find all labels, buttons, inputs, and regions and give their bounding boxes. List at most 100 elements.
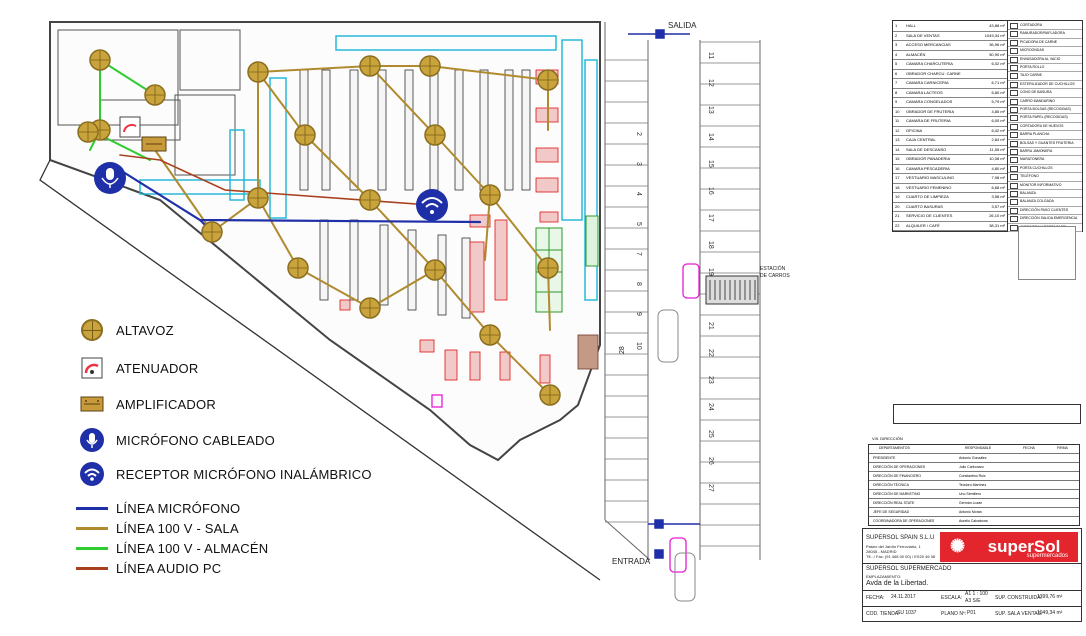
row-number: 20 bbox=[895, 203, 900, 209]
stall-28-label: 28 bbox=[619, 346, 626, 354]
legend-label: LÍNEA 100 V - ALMACÉN bbox=[116, 540, 269, 556]
parking-number: 7 bbox=[635, 252, 642, 256]
speaker-icon bbox=[359, 189, 381, 211]
speaker-icon bbox=[479, 324, 501, 346]
legend-label: ATENUADOR bbox=[116, 360, 199, 376]
shelf-aisle bbox=[479, 69, 489, 191]
parking-number: 11 bbox=[707, 52, 714, 59]
symbol-box bbox=[1010, 65, 1018, 71]
row-area: 3,57 m² bbox=[991, 203, 1005, 209]
legend-label: AMPLIFICADOR bbox=[116, 396, 216, 412]
escala-1: A1 1 : 100 bbox=[965, 591, 988, 597]
legend-item-linea-sala: LÍNEA 100 V - SALA bbox=[74, 516, 239, 540]
parking-number: 21 bbox=[707, 322, 714, 330]
symbol-name: CORTADORA bbox=[1020, 23, 1043, 27]
entrada-label: ENTRADA bbox=[612, 557, 651, 566]
symbol-box bbox=[1010, 107, 1018, 113]
parking-number: 19 bbox=[707, 268, 714, 276]
row-area: 6,68 m² bbox=[991, 184, 1005, 190]
row-area: 4,80 m² bbox=[991, 165, 1005, 171]
dept: COORDINADORA DE OPERACIONES bbox=[873, 519, 935, 523]
parking-number: 15 bbox=[707, 160, 714, 168]
row-name: CUARTO DE LIMPIEZA bbox=[906, 194, 949, 199]
shelf-aisle bbox=[349, 69, 359, 191]
row-name: ALMACÉN bbox=[906, 51, 926, 57]
symbol-name: DIRECCIÓN SALIDA EMERGENCIA bbox=[1020, 216, 1078, 221]
parking-number: 17 bbox=[707, 214, 714, 222]
symbol-name: CORTADORA DE HUEVOS bbox=[1020, 123, 1064, 128]
row-area: 43,88 m² bbox=[989, 23, 1005, 28]
row-area: 1049,34 m² bbox=[984, 32, 1005, 38]
parking-number: 25 bbox=[707, 430, 714, 438]
dept: DIRECCIÓN DE MARKETING bbox=[873, 492, 921, 496]
speaker-icon bbox=[294, 124, 316, 146]
symbol-name: CONO DE BASURA bbox=[1020, 90, 1052, 95]
salida-label: SALIDA bbox=[668, 21, 697, 30]
plano-label: PLANO Nº: bbox=[941, 611, 967, 617]
row-number: 13 bbox=[895, 137, 900, 142]
company-city: 28045 - MADRID bbox=[866, 549, 897, 554]
room bbox=[179, 29, 241, 91]
wired-microphone-icon bbox=[94, 162, 126, 194]
parking-number: 10 bbox=[635, 342, 642, 350]
line-swatch bbox=[76, 506, 108, 510]
legend-label: MICRÓFONO CABLEADO bbox=[116, 432, 275, 448]
row-name: VESTUARIO FEMENINO bbox=[906, 184, 952, 190]
room bbox=[174, 94, 236, 176]
symbol-box bbox=[1010, 165, 1018, 172]
dept: DIRECCIÓN DE OPERACIONES bbox=[873, 465, 926, 469]
symbol-row: CONO DE BASURA bbox=[1008, 88, 1082, 98]
symbol-row: BOLSAS Y GUANTES FRUTERIA bbox=[1008, 139, 1082, 148]
symbol-box bbox=[1010, 157, 1018, 164]
speaker-icon bbox=[424, 259, 446, 281]
symbol-row: ESTERILIZADOR DE CUCHILLOS bbox=[1008, 80, 1082, 90]
shelf-aisle bbox=[407, 229, 417, 311]
parking-number: 18 bbox=[707, 241, 714, 249]
symbol-box bbox=[1010, 216, 1018, 223]
checkout-area bbox=[577, 334, 599, 370]
symbol-name: BARRA JAMONERA bbox=[1020, 149, 1053, 153]
row-area: 36,96 m² bbox=[989, 42, 1005, 47]
symbol-box bbox=[1010, 199, 1018, 206]
logo-sub: supermercados bbox=[1026, 553, 1068, 559]
responsable: Constantino Ruiz bbox=[959, 474, 986, 478]
symbol-box bbox=[1010, 115, 1018, 122]
approval-heading: V.B. DIRECCIÓN bbox=[872, 436, 903, 441]
row-number: 15 bbox=[895, 156, 900, 161]
row-number: 6 bbox=[895, 70, 898, 76]
row-area: 3,58 m² bbox=[991, 194, 1005, 199]
product-displays bbox=[339, 69, 559, 384]
row-number: 17 bbox=[895, 175, 900, 180]
approval-column: RESPONSABLE bbox=[965, 446, 992, 450]
symbol-row: BALANZA COLGADA bbox=[1008, 197, 1082, 207]
speaker-icon bbox=[247, 187, 269, 209]
row-number: 7 bbox=[895, 80, 898, 85]
shelf-aisle bbox=[321, 69, 331, 191]
row-name: CAMARA CHARCUTERIA bbox=[906, 61, 953, 66]
symbol-row: CORTADORA bbox=[1008, 21, 1082, 31]
row-number: 10 bbox=[895, 108, 900, 114]
row-name: CAJA CENTRAL bbox=[906, 137, 936, 142]
parking-number: 12 bbox=[707, 79, 714, 87]
exit-marker bbox=[628, 29, 700, 559]
row-area: 26,10 m² bbox=[989, 213, 1005, 218]
attenuator-icon bbox=[81, 357, 103, 379]
shelf-aisle bbox=[379, 224, 389, 306]
legend-item-amplificador: AMPLIFICADOR bbox=[74, 392, 216, 416]
legend-item-altavoz: ALTAVOZ bbox=[74, 318, 174, 342]
legend-label: LÍNEA MICRÓFONO bbox=[116, 500, 241, 516]
symbol-box bbox=[1010, 174, 1018, 181]
symbol-row: PORTA ROLLO bbox=[1008, 63, 1082, 73]
row-area: 7,98 m² bbox=[991, 175, 1005, 180]
row-number: 14 bbox=[895, 146, 900, 152]
